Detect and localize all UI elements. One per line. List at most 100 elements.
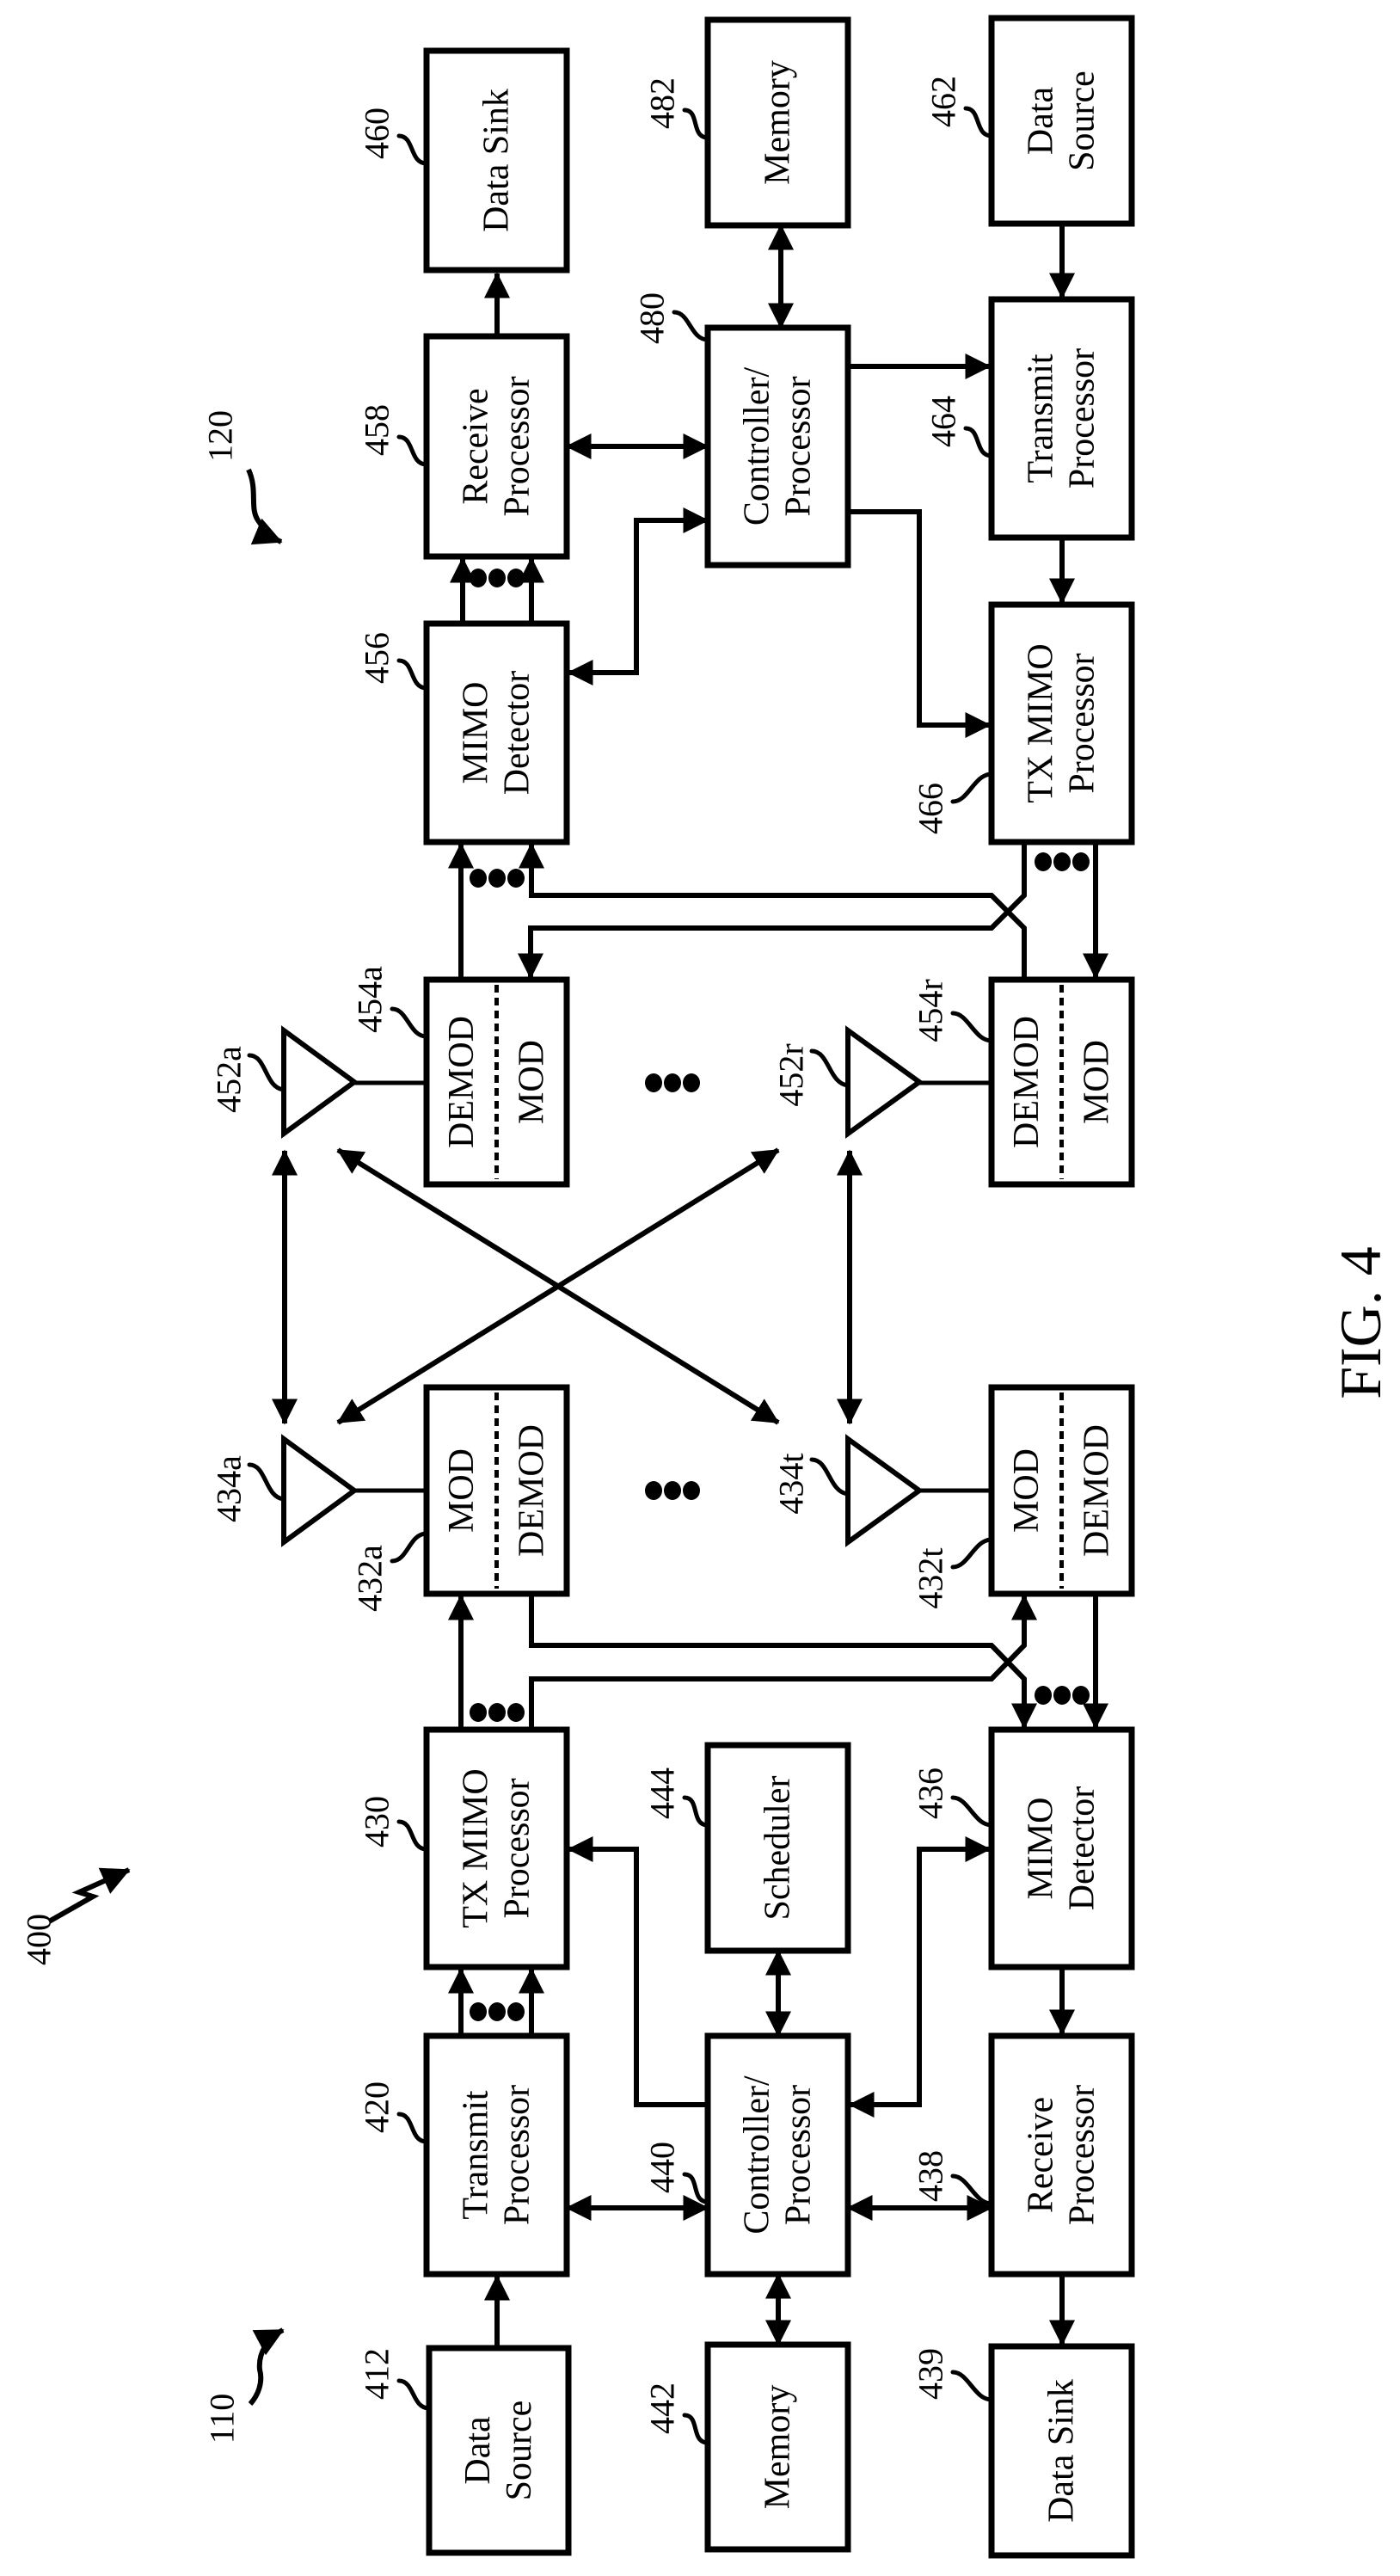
modem-454r-block[interactable]: DEMOD MOD — [992, 980, 1132, 1184]
pointer-110 — [250, 2330, 283, 2404]
dots-436-in — [1035, 1686, 1090, 1705]
modem-432a-leader-squiggle — [392, 1534, 427, 1561]
data-sink-439-ref-label: 439 — [912, 2348, 950, 2400]
data-sink-439-block[interactable]: Data Sink — [992, 2346, 1132, 2555]
controller-480-box[interactable] — [708, 328, 848, 565]
controller-480-block[interactable]: Controller/Processor — [708, 328, 848, 565]
mimo-det-456-text-1: Detector — [498, 671, 537, 796]
arrow-430-to-432t — [531, 1595, 1024, 1730]
mimo-det-436-leader-squiggle — [953, 1798, 992, 1825]
station-110-label: 110 — [203, 2394, 242, 2444]
mimo-det-456-ref-label: 456 — [358, 632, 396, 684]
arrow-480-to-466 — [848, 512, 990, 725]
memory-482-block[interactable]: Memory — [708, 20, 848, 225]
scheduler-444-block[interactable]: Scheduler — [708, 1745, 848, 1951]
ellipsis-dot — [488, 2002, 506, 2021]
blocks: Data SinkMemoryDataSourceReceiveProcesso… — [427, 18, 1132, 2555]
data-sink-439-text-0: Data Sink — [1042, 2379, 1082, 2523]
mimo-det-456-block[interactable]: MIMODetector — [427, 624, 567, 842]
antenna-434t-ref-label: 434t — [772, 1453, 811, 1514]
modem-432a-block[interactable]: MODDEMOD — [427, 1387, 567, 1594]
data-source-412-box[interactable] — [429, 2348, 568, 2553]
controller-440-box[interactable] — [708, 2036, 848, 2274]
dots-456-458 — [470, 569, 525, 587]
controller-480-ref-label: 480 — [633, 292, 672, 344]
modem-454a-ref-label: 454a — [351, 966, 390, 1033]
memory-442-block[interactable]: Memory — [708, 2345, 848, 2549]
antenna-452r-ref-label: 452r — [772, 1043, 811, 1106]
tx-mimo-430-box[interactable] — [427, 1730, 567, 1967]
ellipsis-dot — [1053, 1686, 1071, 1705]
transmit-proc-420-block[interactable]: TransmitProcessor — [427, 2036, 567, 2274]
transmit-proc-464-block[interactable]: TransmitProcessor — [992, 299, 1132, 538]
data-sink-460-ref-label: 460 — [358, 108, 396, 159]
receive-proc-438-block[interactable]: ReceiveProcessor — [992, 2036, 1132, 2274]
arrow-440-to-430 — [568, 1849, 708, 2105]
tx-mimo-466-text-0: TX MIMO — [1022, 643, 1061, 803]
ellipsis-dot — [645, 1073, 662, 1092]
antenna-452r-leader-squiggle — [812, 1051, 848, 1085]
ellipsis-dot — [1053, 852, 1071, 871]
controller-440-leader-squiggle — [685, 2174, 708, 2202]
arrow-454r-to-456 — [531, 844, 1024, 980]
tx-mimo-466-box[interactable] — [992, 605, 1132, 842]
antenna-434a-ref-label: 434a — [210, 1455, 249, 1522]
mimo-det-436-box[interactable] — [992, 1730, 1132, 1967]
data-sink-460-text-0: Data Sink — [477, 89, 517, 232]
data-source-462-box[interactable] — [992, 18, 1132, 224]
scheduler-444-leader-squiggle — [685, 1798, 708, 1825]
arrow-440-436 — [850, 1849, 990, 2105]
modem-432t-leader-squiggle — [953, 1540, 992, 1567]
antenna-434t-icon[interactable] — [848, 1439, 919, 1542]
controller-440-text-0: Controller/ — [738, 2075, 777, 2235]
receive-proc-458-block[interactable]: ReceiveProcessor — [427, 336, 567, 556]
modem-454a-leader-squiggle — [392, 1009, 427, 1036]
ellipsis-dot — [1072, 852, 1090, 871]
tx-mimo-430-block[interactable]: TX MIMOProcessor — [427, 1730, 567, 1967]
mimo-det-456-text-0: MIMO — [457, 681, 496, 784]
ellipsis-dot — [507, 1703, 525, 1722]
data-sink-460-block[interactable]: Data Sink — [427, 51, 567, 270]
modem-454r-text-0: DEMOD — [1007, 1016, 1047, 1148]
data-source-462-text-1: Source — [1063, 71, 1102, 171]
mimo-det-436-block[interactable]: MIMODetector — [992, 1730, 1132, 1967]
transmit-proc-464-box[interactable] — [992, 299, 1132, 538]
tx-mimo-466-ref-label: 466 — [912, 783, 950, 834]
receive-proc-438-box[interactable] — [992, 2036, 1132, 2274]
antenna-452a-icon[interactable] — [284, 1030, 354, 1134]
data-source-462-block[interactable]: DataSource — [992, 18, 1132, 224]
figure-title: FIG. 4 — [1328, 1246, 1393, 1399]
modem-454a-block[interactable]: DEMODMOD — [427, 980, 567, 1184]
tx-mimo-430-text-1: Processor — [498, 1778, 537, 1918]
ellipsis-dot — [507, 869, 525, 888]
controller-480-text-0: Controller/ — [738, 367, 777, 526]
pointer-120 — [249, 470, 281, 542]
data-source-412-block[interactable]: DataSource — [429, 2348, 568, 2553]
data-source-412-text-1: Source — [500, 2401, 539, 2501]
antenna-452r-icon[interactable] — [848, 1030, 919, 1134]
transmit-proc-420-text-0: Transmit — [457, 2090, 496, 2219]
mimo-det-456-box[interactable] — [427, 624, 567, 842]
ellipsis-dot — [470, 1703, 487, 1722]
modem-432a-text-1: DEMOD — [512, 1424, 551, 1557]
controller-440-block[interactable]: Controller/Processor — [708, 2036, 848, 2274]
modem-432a-ref-label: 432a — [351, 1545, 390, 1612]
memory-442-leader-squiggle — [685, 2415, 708, 2443]
tx-mimo-466-block[interactable]: TX MIMOProcessor — [992, 605, 1132, 842]
memory-482-leader-squiggle — [685, 110, 708, 138]
transmit-proc-464-leader-squiggle — [966, 428, 992, 456]
modem-454r-text-1: MOD — [1077, 1040, 1116, 1124]
modem-432t-block[interactable]: MODDEMOD — [992, 1387, 1132, 1594]
transmit-proc-420-box[interactable] — [427, 2036, 567, 2274]
pointer-400 — [49, 1870, 129, 1921]
dots-420-430 — [470, 2002, 525, 2021]
receive-proc-458-leader-squiggle — [399, 437, 427, 464]
antenna-434a-icon[interactable] — [284, 1439, 354, 1542]
antenna-434a-leader-squiggle — [249, 1465, 284, 1499]
arrow-480-456 — [568, 520, 708, 673]
data-sink-460-leader-squiggle — [399, 136, 427, 163]
transmit-proc-420-text-1: Processor — [498, 2085, 537, 2225]
receive-proc-458-box[interactable] — [427, 336, 567, 556]
ellipsis-dot — [470, 569, 487, 587]
mimo-det-436-text-0: MIMO — [1022, 1797, 1061, 1899]
